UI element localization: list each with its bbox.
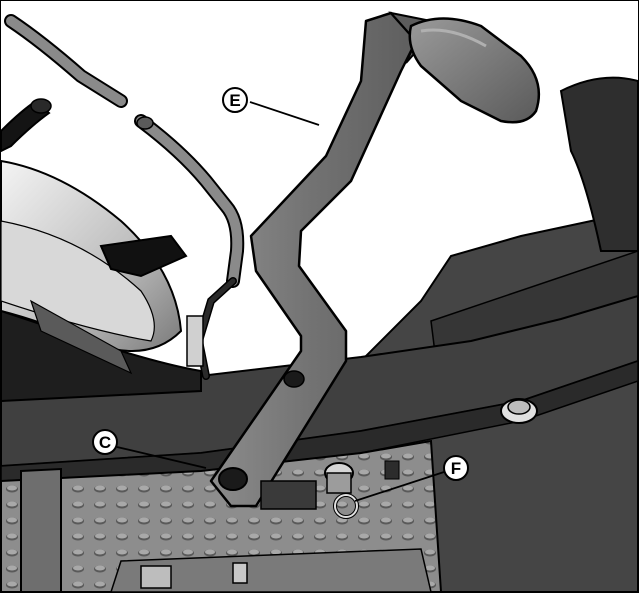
control-knob	[1, 98, 52, 153]
seat	[1, 159, 202, 403]
callout-e: E	[222, 87, 248, 113]
callout-f: F	[443, 455, 469, 481]
callout-c: C	[92, 429, 118, 455]
leader-lines	[116, 101, 445, 502]
bent-rod	[4, 14, 245, 380]
hardware	[260, 398, 538, 519]
lever-grip	[408, 17, 541, 124]
seat-bracket	[99, 234, 188, 278]
